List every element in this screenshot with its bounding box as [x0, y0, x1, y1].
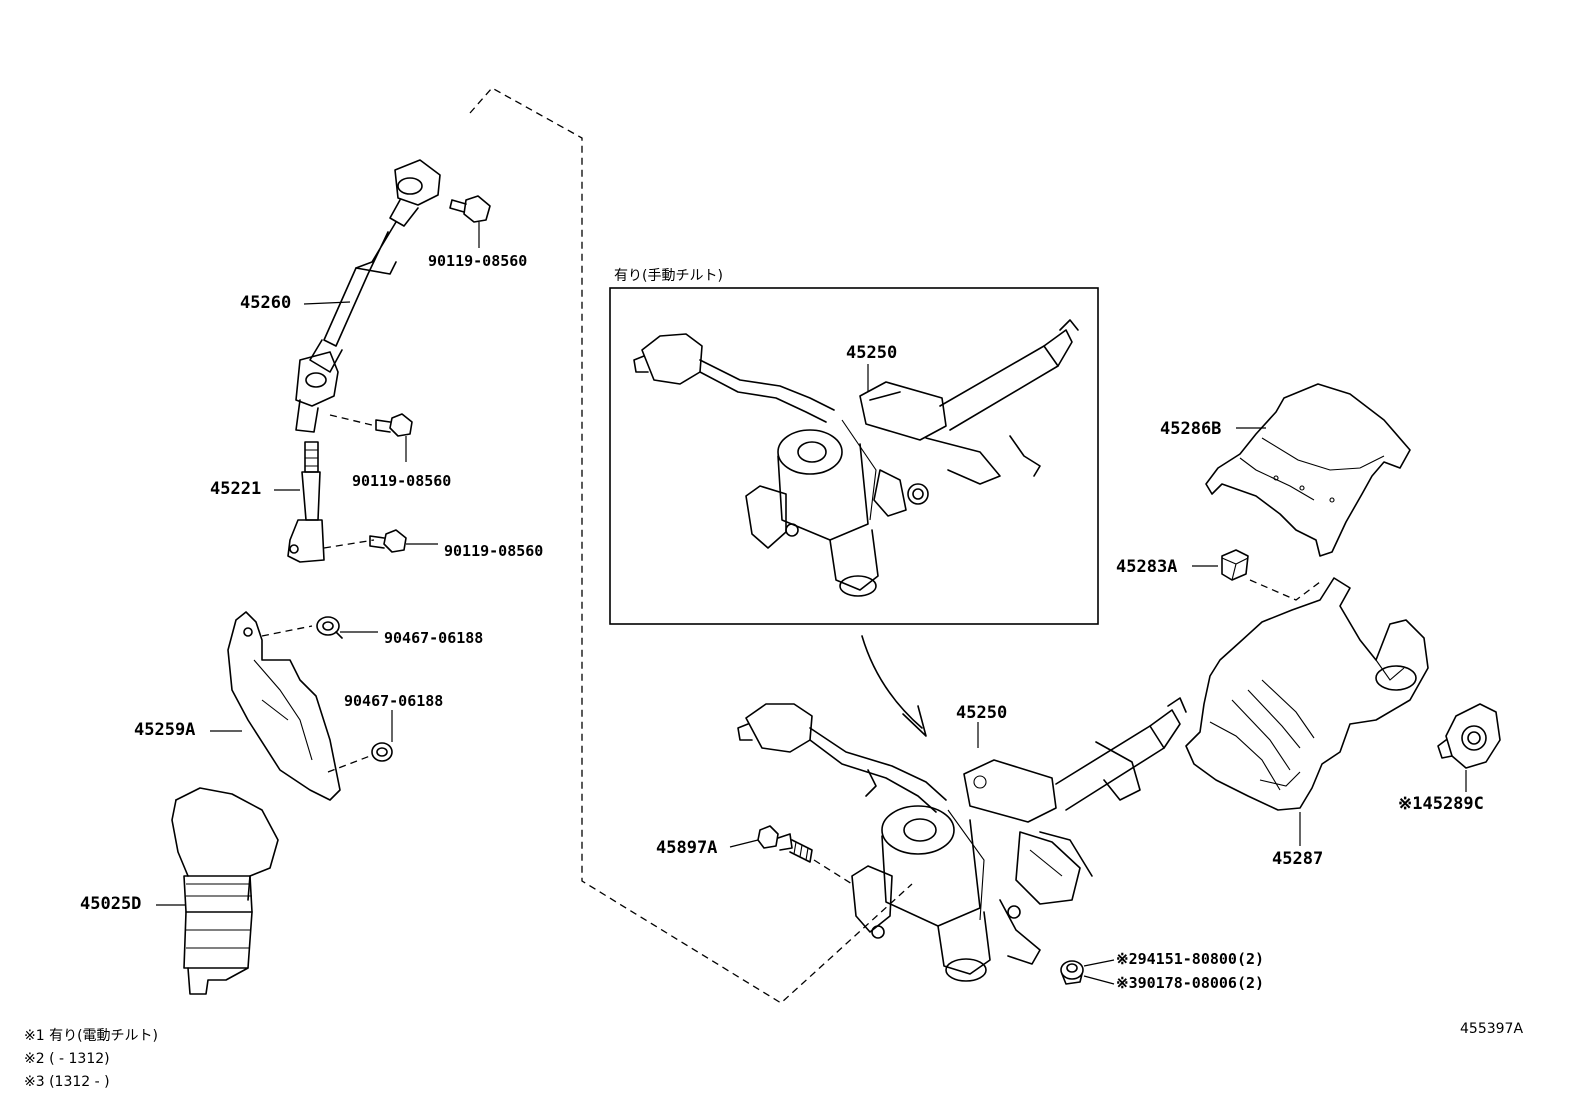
- footnote-3: ※3 (1312 - ): [24, 1074, 110, 1090]
- label-45025D: 45025D: [80, 894, 141, 914]
- bolt-lower-dashed-line: [323, 539, 375, 549]
- label-90119-08560-upper: 90119-08560: [428, 252, 527, 270]
- label-45287: 45287: [1272, 849, 1323, 869]
- label-45286B: 45286B: [1160, 419, 1221, 439]
- cap-45289C-drawing: [1437, 703, 1501, 769]
- steering-boot-drawing: [171, 787, 279, 995]
- footnote-2: ※2 ( - 1312): [24, 1051, 110, 1067]
- bolt-45897A-dashed-line: [813, 859, 853, 885]
- curved-arrow-icon: [861, 635, 927, 737]
- label-45259A: 45259A: [134, 720, 195, 740]
- label-90178-08006: ※390178-08006(2): [1116, 974, 1264, 992]
- intermediate-shaft-drawing: [295, 159, 441, 433]
- label-45289C: ※145289C: [1398, 794, 1484, 814]
- label-45250-main: 45250: [956, 703, 1007, 723]
- nut-leader-upper: [1083, 959, 1115, 967]
- label-45283A: 45283A: [1116, 557, 1177, 577]
- bolt-45897A-drawing: [757, 825, 813, 863]
- bolt-90119-lower-drawing: [369, 529, 407, 553]
- bolt-90119-upper-drawing: [449, 195, 491, 223]
- label-90467-06188-upper: 90467-06188: [384, 629, 483, 647]
- footnote-1: ※1 有り(電動チルト): [24, 1028, 158, 1044]
- label-45250-inset: 45250: [846, 343, 897, 363]
- nut-leader-lower: [1083, 975, 1115, 985]
- clip-upper-dashed-line: [261, 625, 313, 637]
- label-94151-80800: ※294151-80800(2): [1116, 950, 1264, 968]
- cushion-dashed-line: [1249, 579, 1321, 601]
- clip-lower-dashed-line: [327, 755, 371, 773]
- cushion-45283A-drawing: [1221, 549, 1249, 581]
- bolt-middle-dashed-line: [329, 414, 373, 426]
- label-90119-08560-lower: 90119-08560: [444, 542, 543, 560]
- label-45260: 45260: [240, 293, 291, 313]
- inset-caption: 有り(手動チルト): [614, 268, 723, 284]
- group-boundary-dashed-line: [469, 87, 913, 1004]
- clip-90467-upper-drawing: [316, 616, 343, 639]
- label-45260-leader: [303, 301, 351, 305]
- clip-90467-lower-drawing: [371, 742, 393, 762]
- inset-steering-column-drawing: [633, 319, 1079, 597]
- label-45221: 45221: [210, 479, 261, 499]
- figure-number: 455397A: [1460, 1021, 1523, 1037]
- lower-column-cover-drawing: [1185, 577, 1429, 811]
- bolt-45897A-leader: [729, 839, 759, 848]
- nut-94151-drawing: [1060, 960, 1084, 985]
- label-90119-08560-middle: 90119-08560: [352, 472, 451, 490]
- shaft-cover-drawing: [227, 611, 341, 801]
- manual-tilt-inset-frame: [609, 287, 1099, 625]
- steering-column-drawing: [737, 697, 1187, 982]
- lower-shaft-drawing: [287, 441, 325, 563]
- label-90467-06188-lower: 90467-06188: [344, 692, 443, 710]
- bolt-90119-middle-drawing: [375, 413, 413, 437]
- label-45897A: 45897A: [656, 838, 717, 858]
- upper-column-cover-drawing: [1205, 383, 1411, 557]
